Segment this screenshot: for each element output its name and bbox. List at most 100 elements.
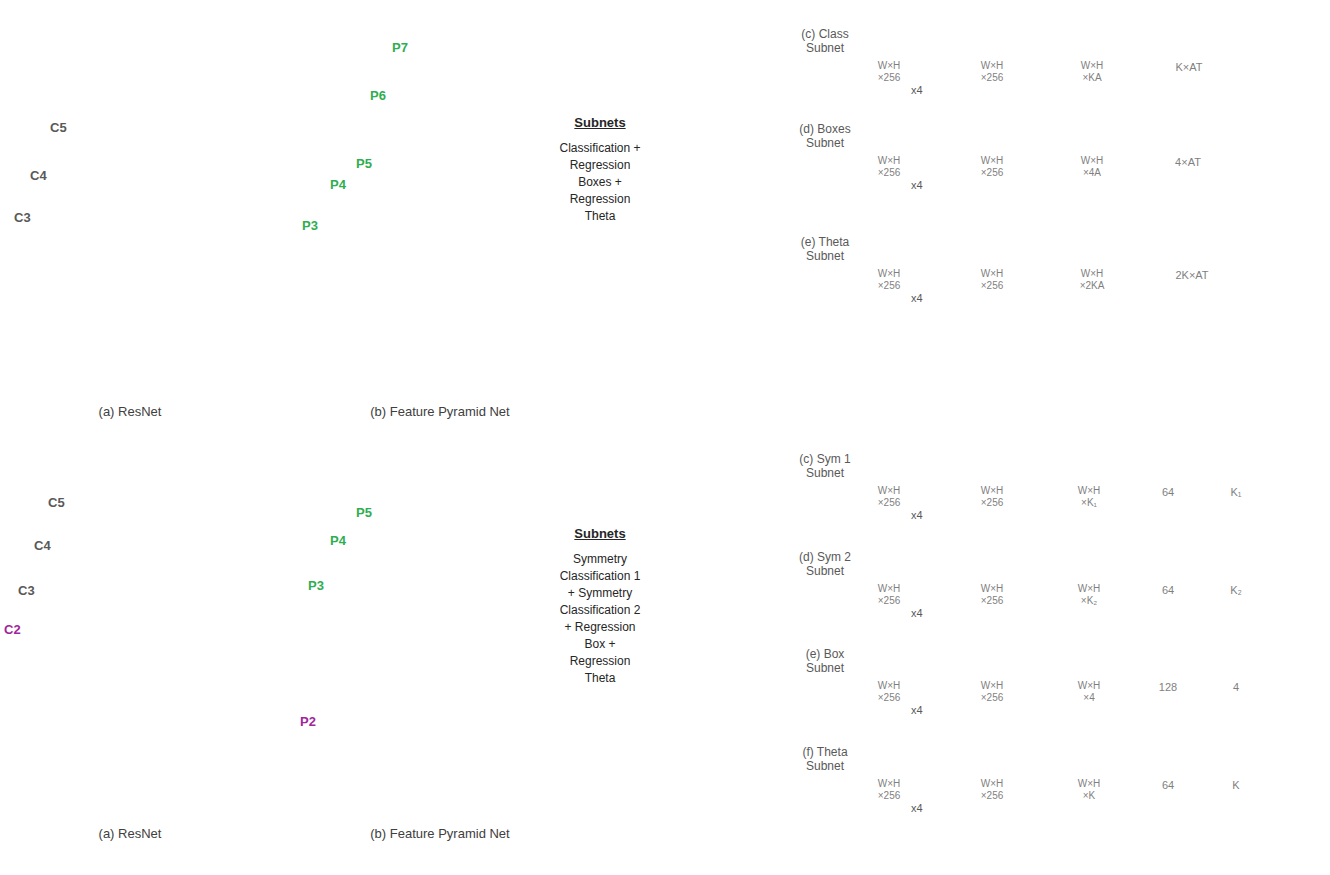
node-label: K₁ (1230, 486, 1241, 499)
panel-caption: (a) ResNet (60, 826, 200, 841)
node-label: 64 (1162, 486, 1174, 499)
image-object (105, 262, 130, 282)
repeat-count: x4 (911, 84, 941, 97)
label-slot: x4 (911, 704, 941, 717)
map-front (974, 134, 1010, 200)
map-top (862, 748, 907, 757)
output-tensor: K×AT (1160, 30, 1218, 105)
connector-arrow (907, 161, 965, 163)
map-front (1071, 464, 1107, 530)
map-front (974, 562, 1010, 628)
slab-top (55, 163, 245, 196)
connector-arrow (481, 117, 548, 119)
connector-arrow (145, 488, 425, 506)
node-label: W×H ×256 (976, 583, 1008, 607)
slab-side (221, 535, 246, 577)
label-slot: x4 (911, 802, 941, 815)
map-front (974, 247, 1010, 313)
connector-arrow (652, 589, 862, 591)
map-side (1062, 455, 1071, 530)
slab-top (40, 203, 302, 239)
feature-map-slab-outline (58, 535, 246, 577)
map-side (862, 30, 871, 105)
connector-arrow (652, 492, 862, 590)
subnet-name: (f) Theta Subnet (793, 745, 857, 773)
node-label: W×H ×K (1073, 778, 1105, 802)
slab-front (325, 264, 493, 282)
slab-front (78, 518, 172, 528)
label-slot: x4 (911, 292, 941, 305)
subnet-name: (d) Sym 2 Subnet (793, 550, 857, 578)
layer-name: C3 (18, 583, 35, 598)
connector-arrow (907, 491, 965, 493)
node-label: W×H ×4 (1073, 680, 1105, 704)
map-top (965, 455, 1010, 464)
feature-map: W×H ×4A (1065, 125, 1110, 200)
map-top (1062, 553, 1107, 562)
map-side (1062, 748, 1071, 823)
image-object (146, 284, 174, 296)
feature-map: W×H ×256 (965, 650, 1010, 725)
output-inner (1220, 482, 1253, 503)
slab-side (479, 530, 505, 580)
connector-arrow (1186, 686, 1215, 688)
node-label: 128 (1159, 681, 1177, 694)
connector-arrow (1010, 491, 1062, 493)
map-side (862, 748, 871, 823)
slab-side (272, 580, 302, 625)
slab-top (42, 580, 302, 614)
slab-side (170, 118, 190, 156)
subnet-name: (c) Class Subnet (793, 27, 857, 55)
image-object (180, 708, 193, 717)
zoom-line (652, 5, 763, 55)
map-front (1074, 39, 1110, 105)
feature-map-slab: P6 (393, 100, 485, 136)
slab-side (493, 220, 525, 282)
feature-map-slab: P2 (298, 625, 523, 710)
map-top (862, 125, 907, 134)
slab-front (25, 658, 273, 670)
connector-arrow (907, 686, 965, 688)
connector-arrow (1110, 274, 1165, 276)
node-label: K₂ (1230, 584, 1242, 597)
slab-front (378, 165, 484, 177)
map-front (974, 39, 1010, 105)
feature-map: W×H ×K₁ (1062, 455, 1107, 530)
fc-outline (1152, 772, 1185, 799)
slab-top (378, 135, 506, 165)
zoom-line (652, 432, 763, 478)
map-side (862, 650, 871, 725)
feature-map-slab: P3 (325, 220, 525, 282)
feature-map: W×H ×256 (862, 650, 907, 725)
connector-arrow (1010, 274, 1065, 276)
label-slot: (c) Class Subnet (793, 27, 857, 55)
layer-name: P5 (356, 156, 372, 171)
map-front (1074, 247, 1110, 313)
feature-map-slab: C5 (78, 498, 190, 528)
repeat-count: x4 (911, 802, 941, 815)
connector-arrow (1010, 589, 1062, 591)
label-slot: (f) Theta Subnet (793, 745, 857, 773)
node-label: W×H ×256 (976, 60, 1008, 84)
slab-side (495, 575, 525, 633)
label-slot: (c) Sym 1 Subnet (793, 452, 857, 480)
subnets-box: SubnetsClassification + Regression Boxes… (548, 55, 652, 285)
map-front (974, 757, 1010, 823)
output-outer (1216, 576, 1256, 604)
layer-name: P3 (302, 218, 318, 233)
feature-map-slab-outline (40, 203, 302, 251)
map-side (862, 455, 871, 530)
feature-map-slab-outline (325, 220, 525, 282)
slab-front (350, 217, 482, 233)
slab-front (412, 75, 448, 85)
feature-map-slab-outline (298, 625, 523, 710)
map-front (871, 247, 907, 313)
panel-caption: (a) ResNet (60, 404, 200, 419)
connector-arrow (119, 577, 121, 600)
node-label: 4×AT (1175, 156, 1201, 169)
map-front (871, 562, 907, 628)
slab-front (78, 146, 170, 156)
connector-arrow (294, 599, 418, 601)
sum-symbol (418, 548, 432, 562)
connector-arrow (460, 62, 548, 64)
